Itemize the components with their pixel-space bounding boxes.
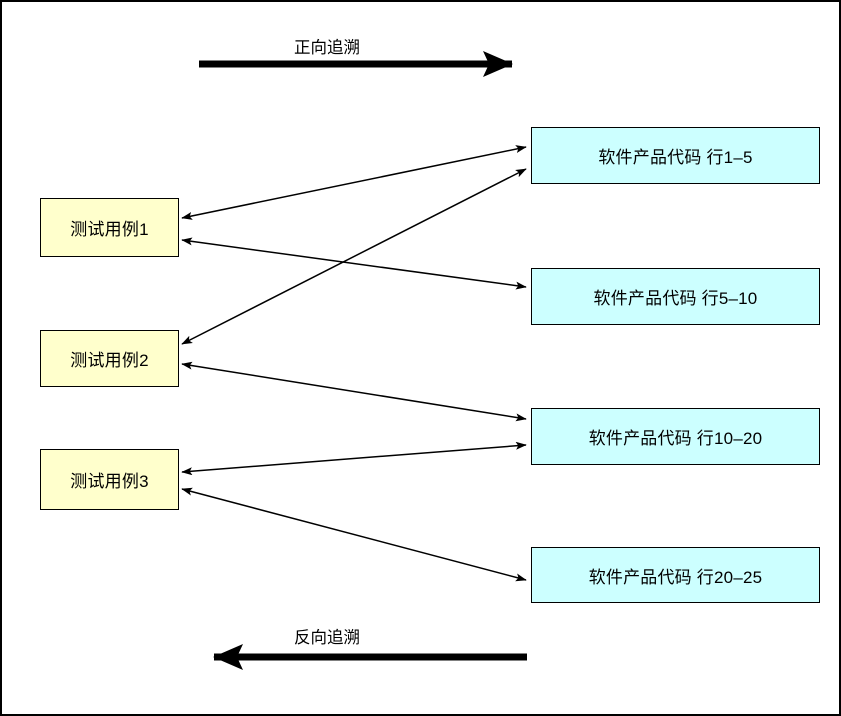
test-case-node-tc2[interactable]: 测试用例2 bbox=[40, 330, 179, 387]
trace-link-tc2-cb3 bbox=[181, 361, 527, 422]
trace-link-tc2-cb1 bbox=[181, 168, 527, 345]
forward-trace-label: 正向追溯 bbox=[294, 39, 360, 57]
trace-links bbox=[181, 145, 527, 582]
code-block-node-cb2[interactable]: 软件产品代码 行5–10 bbox=[531, 268, 820, 325]
trace-link-tc3-cb3 bbox=[181, 441, 527, 476]
code-block-node-cb3[interactable]: 软件产品代码 行10–20 bbox=[531, 408, 820, 465]
trace-link-tc1-cb1 bbox=[181, 145, 527, 220]
code-block-node-label: 软件产品代码 行20–25 bbox=[588, 567, 763, 587]
code-block-node-label: 软件产品代码 行5–10 bbox=[593, 289, 758, 308]
code-block-node-label: 软件产品代码 行10–20 bbox=[588, 429, 763, 448]
test-case-node-label: 测试用例3 bbox=[70, 472, 149, 491]
code-block-node-label: 软件产品代码 行1–5 bbox=[598, 148, 753, 167]
test-case-node-label: 测试用例2 bbox=[70, 351, 149, 370]
test-case-node-tc3[interactable]: 测试用例3 bbox=[40, 449, 179, 510]
test-case-node-tc1[interactable]: 测试用例1 bbox=[40, 198, 179, 257]
backward-trace-label: 反向追溯 bbox=[294, 629, 360, 647]
test-case-node-label: 测试用例1 bbox=[70, 220, 149, 239]
trace-link-tc1-cb2 bbox=[181, 237, 527, 290]
code-block-node-cb1[interactable]: 软件产品代码 行1–5 bbox=[531, 127, 820, 184]
trace-link-tc3-cb4 bbox=[181, 487, 527, 582]
code-block-node-cb4[interactable]: 软件产品代码 行20–25 bbox=[531, 547, 820, 603]
